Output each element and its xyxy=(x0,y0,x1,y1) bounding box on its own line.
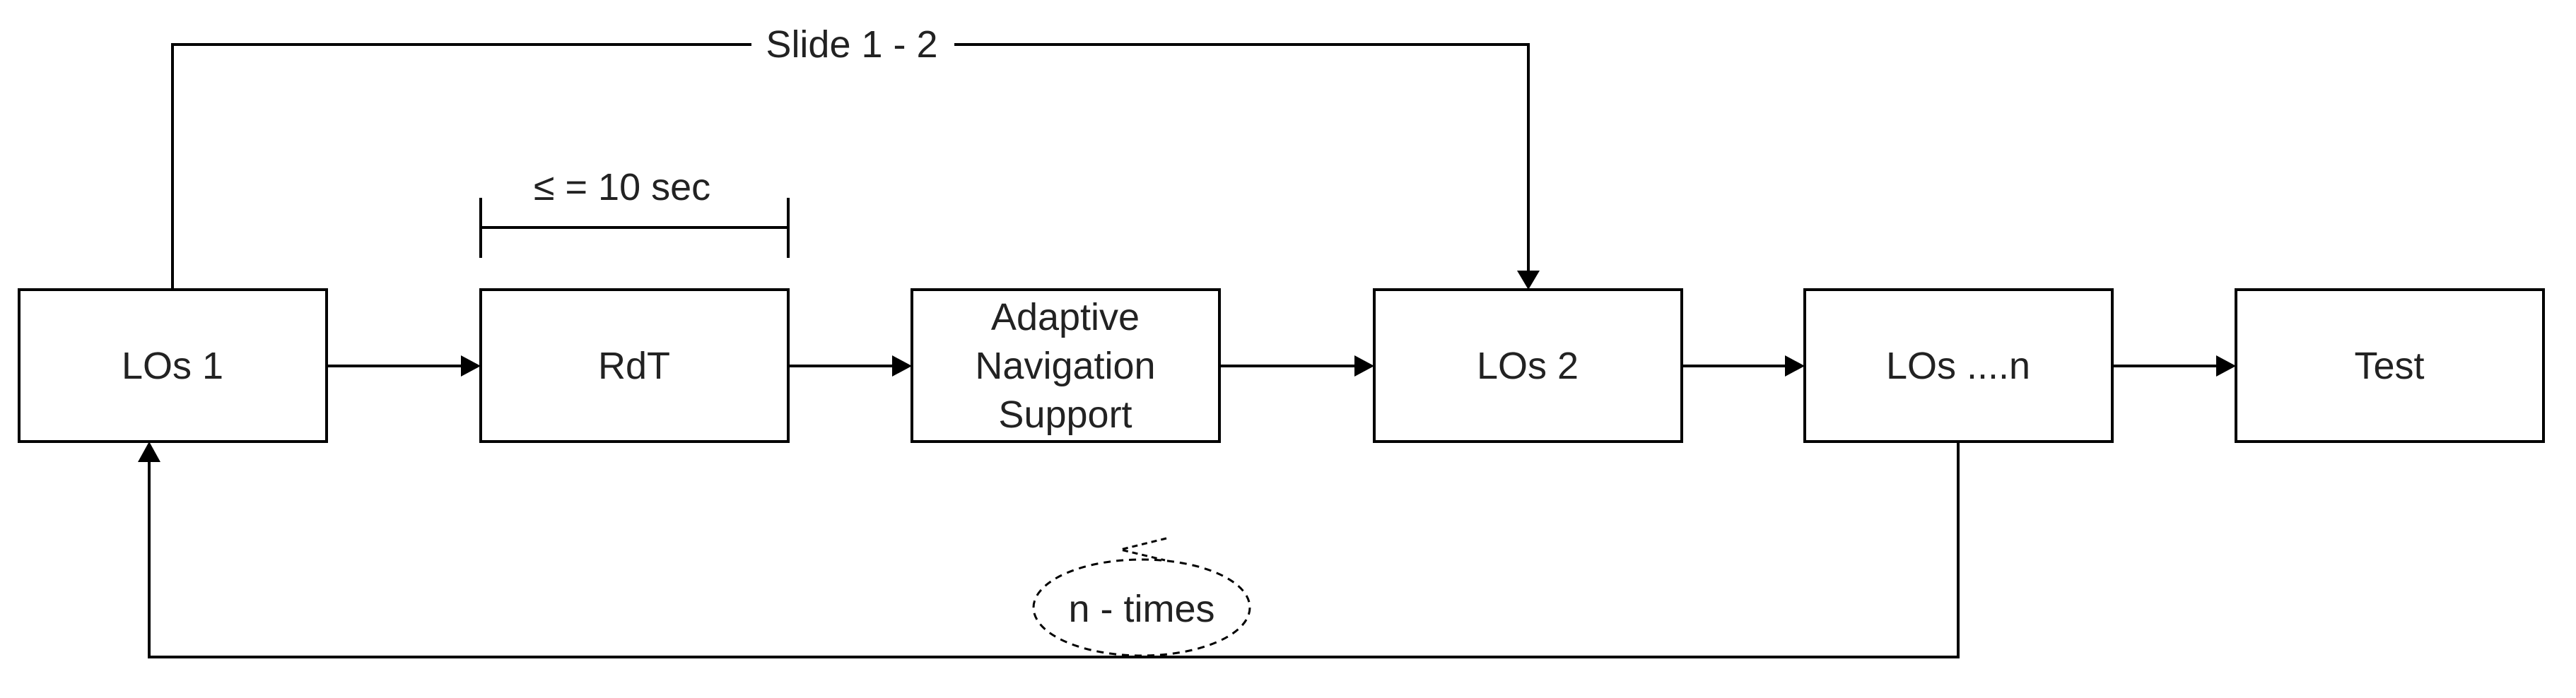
node-los2 xyxy=(1373,288,1683,443)
slide-skip-connector xyxy=(171,43,1530,290)
node-los1-label: LOs 1 xyxy=(122,345,223,387)
arrow-losn-to-test-head xyxy=(2216,355,2236,377)
node-test xyxy=(2235,288,2545,443)
duration-bracket xyxy=(479,198,790,258)
node-adaptive-line3: Support xyxy=(998,394,1132,436)
loop-back-arrowhead xyxy=(138,442,160,462)
loop-back-connector xyxy=(148,442,1960,658)
node-los2-label: LOs 2 xyxy=(1477,345,1579,387)
node-rdt-label: RdT xyxy=(598,345,670,387)
node-test-label: Test xyxy=(2354,345,2424,387)
loop-count-ellipse xyxy=(1032,558,1251,657)
duration-label: ≤ = 10 sec xyxy=(534,166,710,208)
node-adaptive-line2: Navigation xyxy=(975,345,1155,387)
arrow-rdt-to-adaptive-head xyxy=(892,355,912,377)
node-los1 xyxy=(18,288,328,443)
loop-count-dashed-arrow xyxy=(1120,537,1167,562)
node-adaptive-line1: Adaptive xyxy=(991,296,1140,338)
node-adaptive-navigation xyxy=(911,288,1221,443)
arrow-adaptive-to-los2-head xyxy=(1354,355,1374,377)
slide-label: Slide 1 - 2 xyxy=(766,23,937,66)
slide-skip-arrowhead xyxy=(1517,271,1540,290)
node-rdt xyxy=(479,288,790,443)
loop-count-label: n - times xyxy=(1068,588,1214,630)
node-losn-label: LOs ....n xyxy=(1886,345,2030,387)
arrow-los2-to-losn-head xyxy=(1785,355,1805,377)
arrow-los1-to-rdt-head xyxy=(461,355,481,377)
